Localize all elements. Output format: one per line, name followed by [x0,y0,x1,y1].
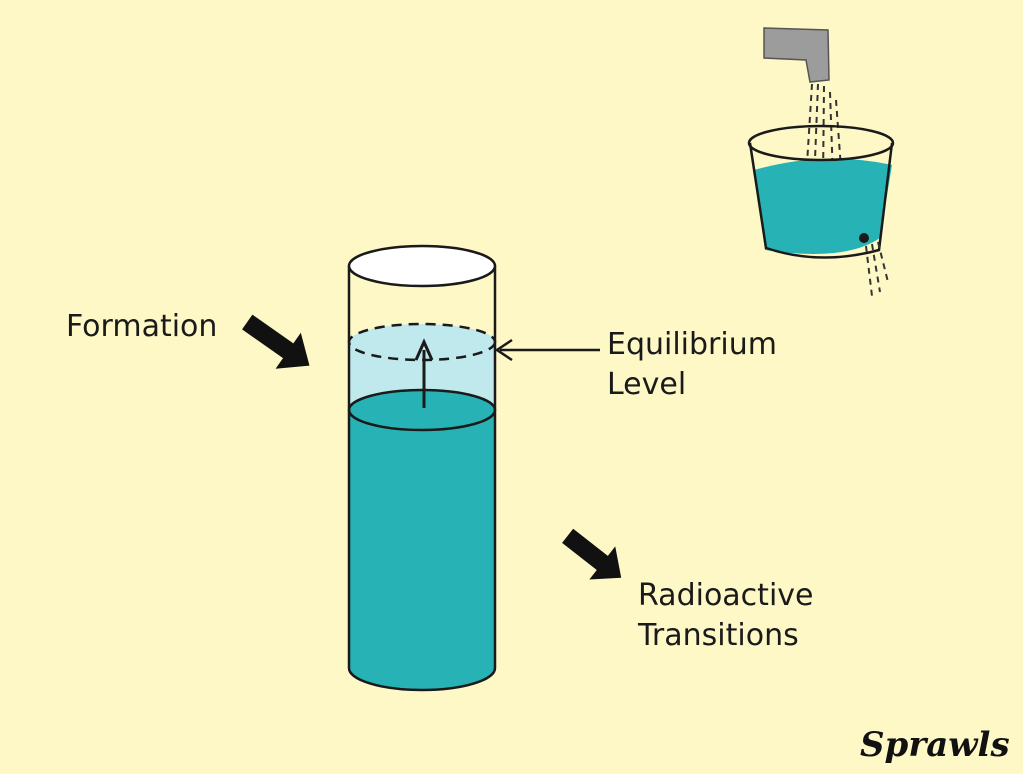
formation-label: Formation [66,309,217,344]
equilibrium-label-line1: Equilibrium [607,327,777,362]
bucket-icon [747,124,895,259]
formation-arrow-icon [242,314,310,369]
equilibrium-label-line2: Level [607,367,686,402]
faucet-icon [763,27,830,83]
transitions-arrow-icon [562,528,622,580]
transitions-label-line2: Transitions [637,618,799,653]
transitions-label-line1: Radioactive [638,578,814,613]
equilibrium-pointer-arrow-icon [494,338,600,362]
bucket-leak-stream [865,241,889,297]
author-credit: Sprawls [860,725,1010,765]
rising-level-arrow-icon [414,338,434,408]
cylinder [347,244,497,692]
